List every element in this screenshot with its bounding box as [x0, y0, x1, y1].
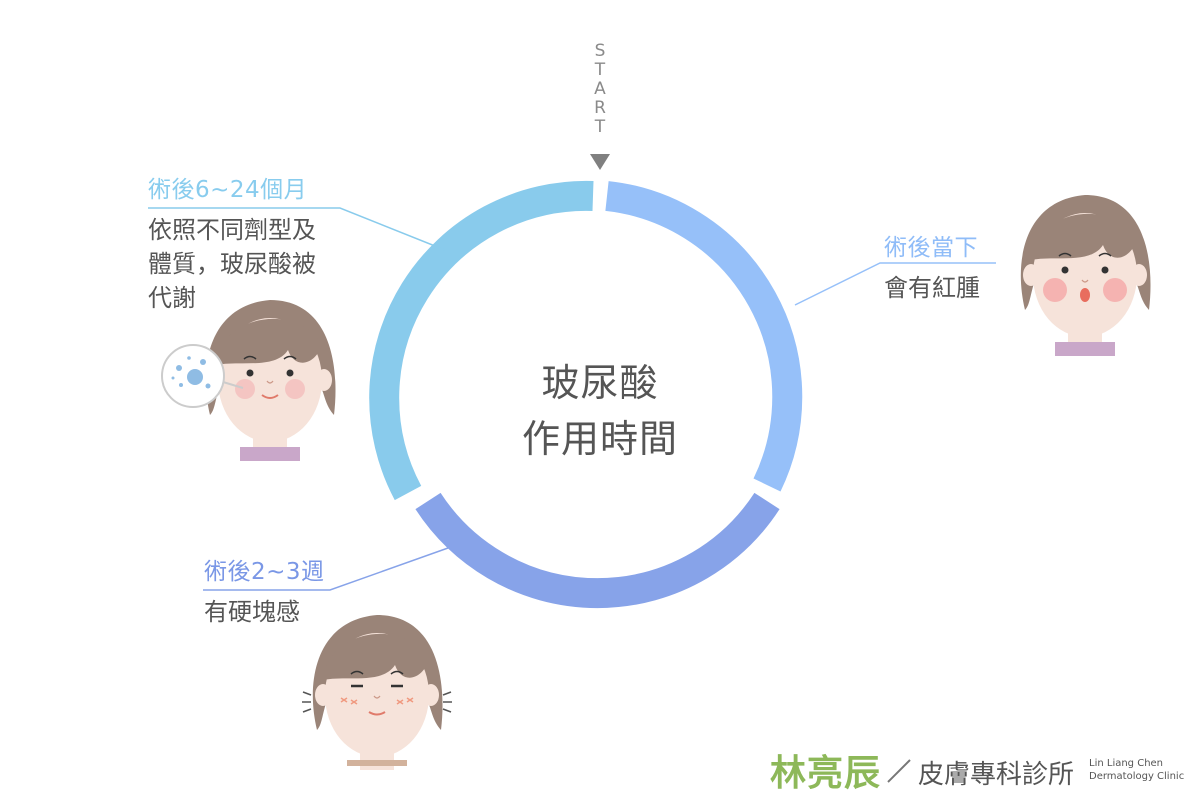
stage-label-weeks: 術後2~3週: [204, 552, 325, 586]
stage-desc-months-line3: 代謝: [148, 280, 196, 316]
stage-desc-weeks: 有硬塊感: [204, 594, 300, 630]
start-letter: T: [590, 61, 610, 80]
stage-desc-months-line1: 依照不同劑型及: [148, 212, 316, 248]
clinic-logo-type: 皮膚專科診所: [918, 754, 1074, 791]
ring-segment-weeks: [428, 501, 767, 593]
face-hard-lump-icon: [302, 615, 452, 770]
face-red-swelling-icon: [1021, 195, 1151, 356]
start-letter: S: [590, 42, 610, 61]
center-title-line2: 作用時間: [450, 408, 750, 463]
stage-label-months: 術後6~24個月: [148, 170, 307, 204]
stage-label-immediate: 術後當下: [884, 228, 978, 262]
center-title-line1: 玻尿酸: [450, 352, 750, 407]
start-arrow-icon: [590, 154, 610, 170]
face-metabolized-icon: [206, 300, 336, 461]
clinic-logo-english-line1: Lin Liang Chen: [1089, 758, 1163, 769]
clinic-logo-name: 林亮辰: [770, 744, 881, 796]
logo-divider: [888, 760, 910, 782]
start-letter: R: [590, 99, 610, 118]
start-letter: A: [590, 80, 610, 99]
start-letter: T: [590, 118, 610, 137]
stage-desc-immediate: 會有紅腫: [884, 270, 980, 306]
stage-desc-months-line2: 體質，玻尿酸被: [148, 246, 316, 282]
clinic-logo-english-line2: Dermatology Clinic: [1089, 771, 1184, 782]
